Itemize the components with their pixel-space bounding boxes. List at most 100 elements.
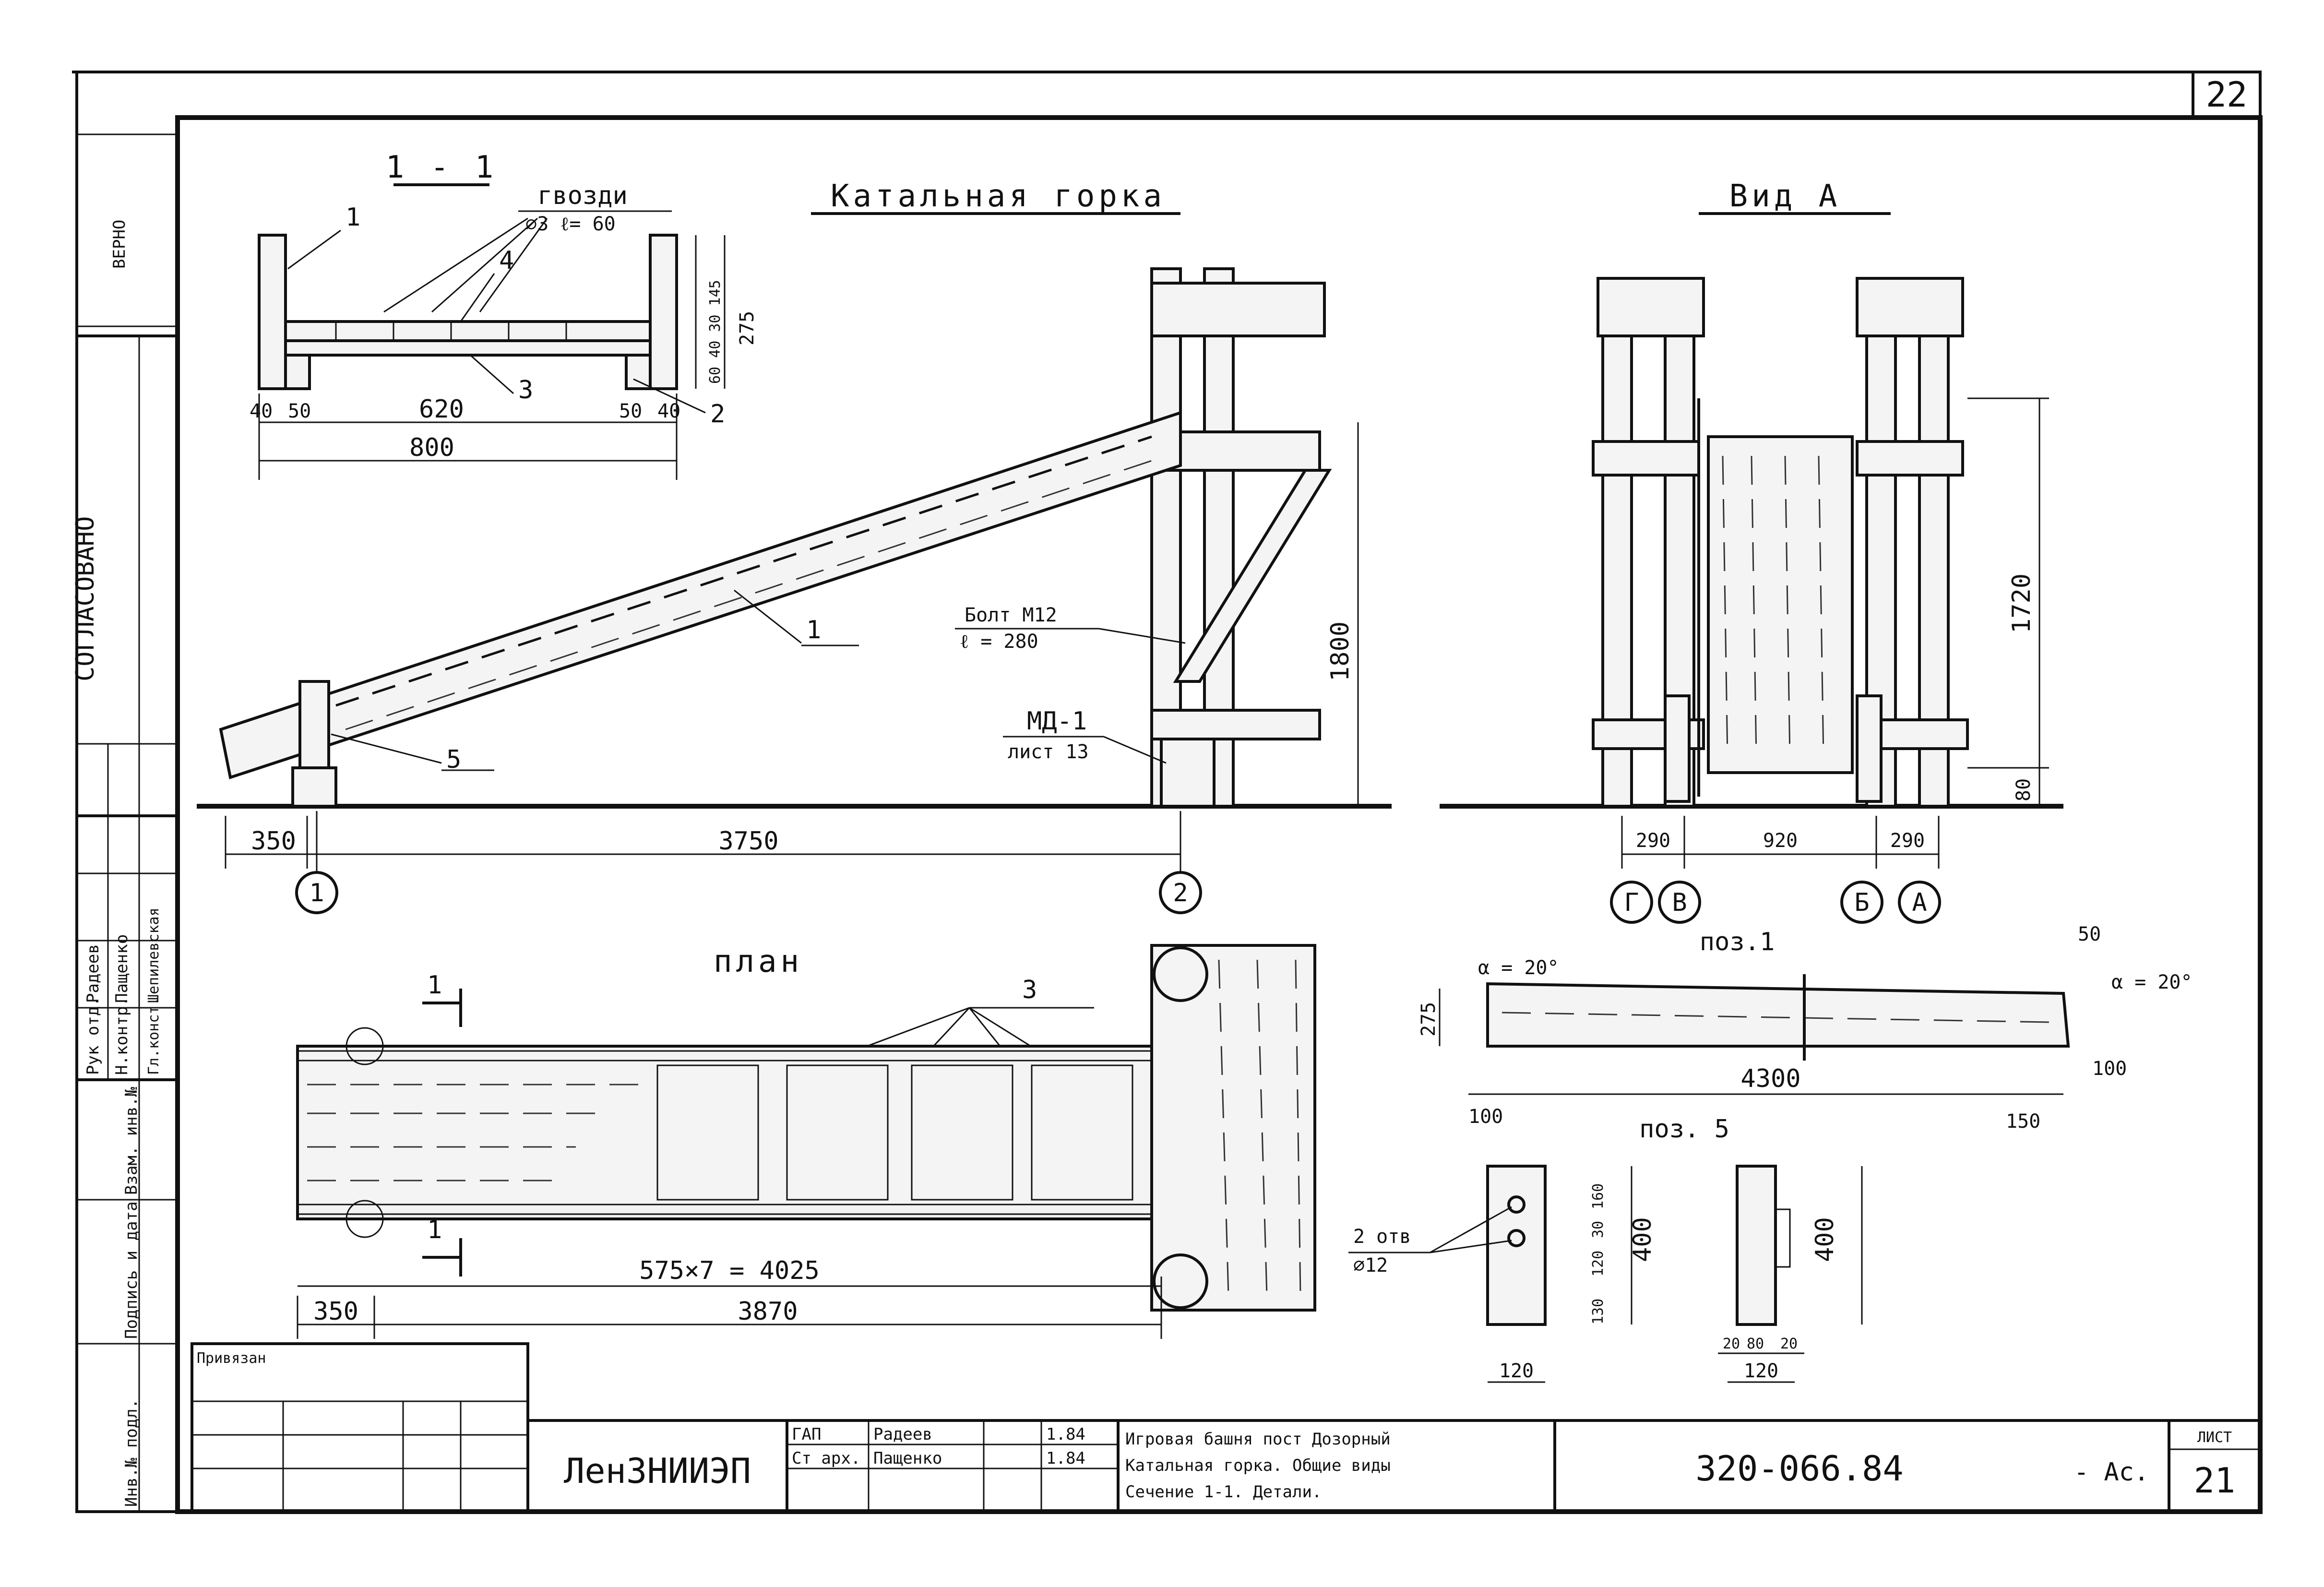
pos5-seg2: 120 <box>1590 1251 1607 1277</box>
nails-spec: ⌀3 ℓ= 60 <box>525 213 616 235</box>
slide-main-view: Катальная горка 5 1 Болт М12 ℓ = 280 МД-… <box>197 179 1392 914</box>
view-a: Вид А 1720 80 290 <box>1440 179 2063 924</box>
section-1-1: 1 - 1 гвозди ⌀3 ℓ= 60 1 4 3 2 275 <box>250 150 758 480</box>
pos5-holes: 2 отв <box>1353 1226 1411 1248</box>
pos1-end: 100 <box>2092 1058 2127 1080</box>
sheet-label: ЛИСТ <box>2197 1429 2232 1446</box>
pos5-holes-dia: ⌀12 <box>1353 1254 1388 1277</box>
sig-role-1: ГАП <box>792 1425 821 1444</box>
view-a-axis-v: В <box>1672 888 1687 917</box>
pos5-w-left: 20 <box>1723 1336 1740 1352</box>
bolt-label: Болт М12 <box>965 604 1057 626</box>
stamp-role-3: Гл.конст. <box>145 997 162 1075</box>
md-sheet: лист 13 <box>1008 741 1089 763</box>
section-title: 1 - 1 <box>386 150 498 185</box>
privyazan-label: Привязан <box>197 1350 266 1367</box>
designation: 320-066.84 <box>1695 1448 1903 1489</box>
title-block: Привязан ЛенЗНИИЭП ГАП Радеев 1.84 Ст ар… <box>191 1342 2262 1513</box>
view-a-axis-b: Б <box>1854 888 1869 917</box>
view-a-left: 290 <box>1636 830 1670 852</box>
pos5-seg1: 130 <box>1590 1299 1607 1324</box>
view-a-height: 1720 <box>2007 573 2036 633</box>
pos1-top: 50 <box>2078 923 2101 945</box>
project-title-1: Игровая башня пост Дозорный <box>1125 1430 1391 1449</box>
nails-label: гвозди <box>537 181 628 210</box>
pos5-height: 400 <box>1628 1217 1657 1262</box>
plan-spacing: 575×7 = 4025 <box>639 1256 820 1285</box>
verified-label: ВЕРНО <box>110 220 129 269</box>
pos1-alpha-right: α = 20° <box>2111 971 2193 993</box>
main-height: 1800 <box>1326 621 1355 681</box>
pos1-length: 4300 <box>1740 1064 1800 1093</box>
plan-section-mark-top: 1 <box>427 971 442 1000</box>
sheet-number: 21 <box>2194 1460 2236 1501</box>
stamp-col-3: Взам. инв.№ <box>122 1086 141 1195</box>
page-number: 22 <box>2206 74 2248 115</box>
view-a-middle: 920 <box>1763 830 1798 852</box>
pos5-seg4: 160 <box>1590 1183 1607 1209</box>
pos1-left: 100 <box>1468 1106 1503 1128</box>
page-number-box <box>2192 71 2262 119</box>
pos1-right: 150 <box>2006 1110 2040 1133</box>
stamp-col-1: Инв.№ подл. <box>122 1399 141 1507</box>
view-a-axis-g: Г <box>1624 888 1639 917</box>
main-left-dim: 350 <box>251 827 296 856</box>
sig-date-1: 1.84 <box>1046 1425 1085 1444</box>
pos5-seg3: 30 <box>1590 1221 1607 1238</box>
pos1-height: 275 <box>1418 1002 1440 1037</box>
project-title-3: Сечение 1-1. Детали. <box>1125 1482 1322 1502</box>
pos5-w-total: 120 <box>1744 1360 1778 1382</box>
stamp-name-1: Радеев <box>83 944 103 1003</box>
pos5-w-right: 20 <box>1780 1336 1798 1352</box>
plan-title: план <box>714 944 803 979</box>
pos5-detail: поз. 5 2 отв ⌀12 400 130 120 30 160 120 … <box>1348 1115 1863 1383</box>
main-axis-2: 2 <box>1173 879 1188 907</box>
section-label-3: 3 <box>518 376 533 405</box>
organization: ЛенЗНИИЭП <box>564 1451 751 1491</box>
pos5-w-mid: 80 <box>1747 1336 1764 1352</box>
stage: - Ас. <box>2074 1458 2149 1487</box>
pos1-title: поз.1 <box>1700 928 1775 956</box>
stamp-col-2: Подпись и дата <box>122 1201 141 1339</box>
md-label: МД-1 <box>1027 707 1087 736</box>
sig-role-2: Ст арх. <box>792 1449 860 1468</box>
section-width-inner: 620 <box>419 395 464 424</box>
section-label-2: 2 <box>710 400 725 429</box>
plan-label-3: 3 <box>1022 976 1037 1004</box>
main-label-5: 5 <box>446 745 461 774</box>
view-a-title: Вид А <box>1729 179 1841 214</box>
bolt-length: ℓ = 280 <box>960 631 1038 653</box>
section-h-stack: 60 40 30 145 <box>707 280 724 384</box>
section-d40b: 40 <box>657 400 680 422</box>
section-label-4: 4 <box>499 246 514 275</box>
main-title: Катальная горка <box>831 179 1166 214</box>
stamp-name-2: Пащенко <box>112 934 131 1003</box>
agreed-label: СОГЛАСОВАНО <box>71 516 100 681</box>
pos5-title: поз. 5 <box>1639 1115 1729 1144</box>
view-a-base: 80 <box>2013 778 2035 801</box>
plan-view: план 3 1 1 575×7 = <box>296 944 1316 1339</box>
main-label-1: 1 <box>806 616 821 644</box>
project-title-2: Катальная горка. Общие виды <box>1125 1456 1391 1475</box>
view-a-axis-a: А <box>1912 888 1927 917</box>
pos1-alpha-left: α = 20° <box>1478 957 1559 979</box>
left-stamp: СОГЛАСОВАНО Рук отд. Радеев Н.контр. Пащ… <box>71 133 179 1513</box>
section-d40a: 40 <box>250 400 273 422</box>
section-d50a: 50 <box>288 400 311 422</box>
pos5-width: 120 <box>1499 1360 1534 1382</box>
pos1-detail: поз.1 α = 20° α = 20° 275 4300 100 150 5… <box>1418 923 2193 1133</box>
stamp-name-3: Шепилевская <box>145 907 162 1003</box>
sig-name-2: Пащенко <box>873 1449 942 1468</box>
main-axis-1: 1 <box>309 879 324 907</box>
sig-date-2: 1.84 <box>1046 1449 1085 1468</box>
plan-left: 350 <box>313 1297 358 1326</box>
section-d50b: 50 <box>619 400 642 422</box>
plan-total: 3870 <box>738 1297 798 1326</box>
stamp-role-1: Рук отд. <box>83 996 103 1075</box>
section-label-1: 1 <box>346 203 360 232</box>
section-h-total: 275 <box>736 311 758 346</box>
pos5-height2: 400 <box>1811 1217 1839 1262</box>
view-a-right: 290 <box>1890 830 1925 852</box>
main-span-dim: 3750 <box>718 827 778 856</box>
